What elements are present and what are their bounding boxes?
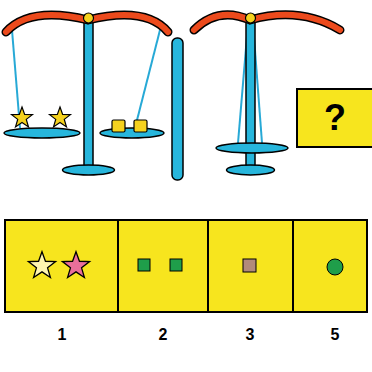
pink-star — [62, 252, 89, 278]
star — [12, 107, 33, 127]
pan — [100, 128, 164, 138]
question-mark: ? — [324, 97, 346, 139]
square-weight — [112, 120, 125, 132]
pivot — [246, 13, 256, 23]
green-circle — [327, 259, 343, 275]
base — [63, 165, 115, 175]
hanger — [135, 30, 160, 128]
base — [227, 165, 275, 175]
beam-outline — [194, 15, 340, 30]
green-square — [170, 259, 182, 271]
green-square — [138, 259, 150, 271]
left-balance — [4, 13, 168, 175]
pivot — [84, 13, 94, 23]
option-number: 3 — [246, 326, 255, 344]
option-number: 2 — [159, 326, 168, 344]
option-number: 5 — [331, 326, 340, 344]
answer-strip — [5, 220, 367, 312]
pan — [216, 143, 288, 153]
square-weight — [134, 120, 147, 132]
answer-panel — [5, 220, 367, 312]
cell-divider — [292, 220, 294, 312]
pan — [4, 128, 80, 138]
brown-square — [243, 259, 256, 272]
beam — [194, 15, 340, 30]
question-box: ? — [296, 88, 372, 148]
cell-divider — [207, 220, 209, 312]
outline-star — [28, 252, 55, 278]
post — [84, 18, 93, 168]
hanger — [12, 30, 20, 128]
cell-divider — [117, 220, 119, 312]
option-number: 1 — [58, 326, 67, 344]
divider-bar — [172, 38, 183, 180]
star — [50, 107, 71, 127]
